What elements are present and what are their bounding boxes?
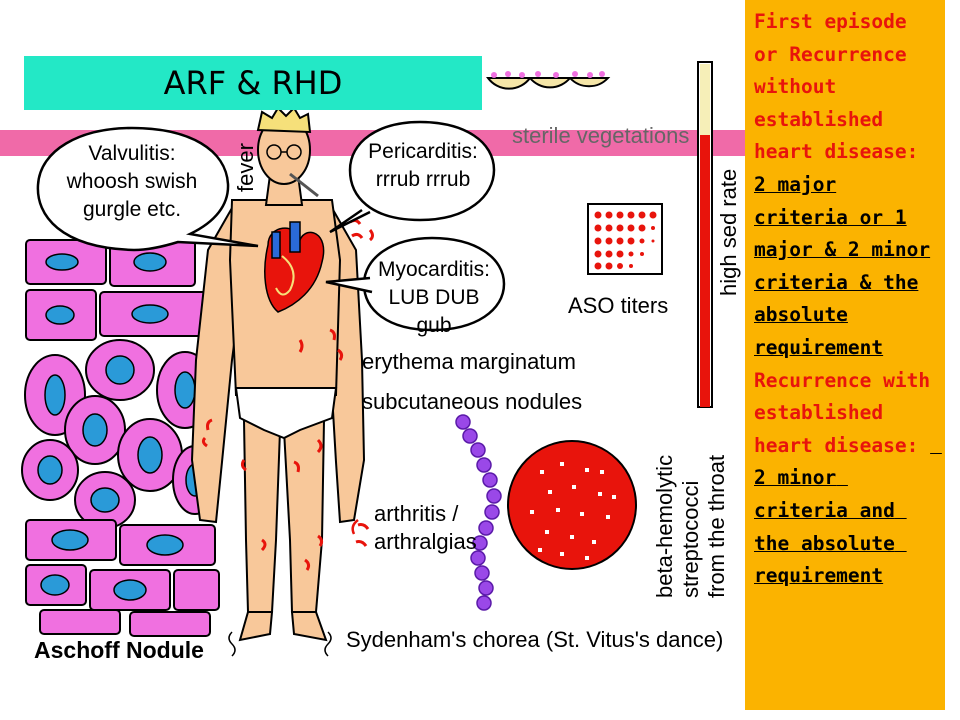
valve-cusps-icon <box>484 60 614 90</box>
agar-plate-icon <box>507 440 637 570</box>
fever-label: fever <box>233 143 258 192</box>
sed-rate-tube-icon <box>697 61 713 408</box>
streptococci-label: beta-hemolytic streptococci from the thr… <box>652 408 730 598</box>
slide-title: ARF & RHD <box>24 56 482 110</box>
chorea-squiggle-icon <box>228 631 332 657</box>
sterile-vegetations-label: sterile vegetations <box>512 123 690 148</box>
sydenham-chorea-label: Sydenham's chorea (St. Vitus's dance) <box>346 627 724 652</box>
pericarditis-text: Pericarditis: rrrub rrrub <box>355 138 491 194</box>
myocarditis-line-2: LUB DUB gub <box>388 286 480 337</box>
first-episode-criteria: 2 major criteria or 1 major & 2 minor cr… <box>754 172 931 359</box>
streptococci-line-1: beta-hemolytic <box>652 454 677 598</box>
leader-lines <box>351 519 359 535</box>
valvulitis-line-3: gurgle etc. <box>82 198 182 221</box>
arthritis-line-2: arthralgias <box>374 529 477 554</box>
pericarditis-line-2: rrrub rrrub <box>375 168 471 191</box>
pericarditis-bubble-tail <box>329 208 371 234</box>
aschoff-cells-icon <box>21 232 220 647</box>
streptococci-line-2: streptococci <box>678 480 703 598</box>
speech-bubbles <box>36 120 506 332</box>
recurrence-text: Recurrence with established heart diseas… <box>754 368 931 457</box>
valvulitis-line-2: whoosh swish <box>66 170 198 193</box>
streptococci-chain-icon <box>455 414 502 611</box>
myocarditis-bubble <box>362 236 506 332</box>
subcutaneous-nodules-label: subcutaneous nodules <box>362 389 583 414</box>
pericarditis-line-1: Pericarditis: <box>368 140 478 163</box>
myocarditis-bubble-tail <box>325 276 373 294</box>
myocarditis-line-1: Myocarditis: <box>377 258 491 281</box>
aso-plate-icon <box>587 203 663 275</box>
arthritis-label: arthritis / arthralgias <box>374 500 477 556</box>
arf-illustration <box>21 60 713 657</box>
thermometer-icon <box>289 172 319 198</box>
pericarditis-bubble <box>348 120 496 222</box>
valvulitis-bubble <box>36 126 259 252</box>
myocarditis-text: Myocarditis: LUB DUB gub <box>370 256 498 340</box>
erythema-marginatum-label: erythema marginatum <box>362 349 576 374</box>
high-sed-rate-label: high sed rate <box>716 168 741 296</box>
aschoff-nodule-label: Aschoff Nodule <box>34 637 204 663</box>
streptococci-line-3: from the throat <box>704 454 729 598</box>
aso-titers-label: ASO titers <box>568 293 669 318</box>
recurrence-criteria: 2 minor criteria and the absolute requir… <box>754 433 942 588</box>
criteria-panel: First episode or Recurrence without esta… <box>745 0 945 710</box>
valvulitis-line-1: Valvulitis: <box>88 142 176 165</box>
valvulitis-text: Valvulitis: whoosh swish gurgle etc. <box>52 140 212 224</box>
arthritis-line-1: arthritis / <box>374 501 459 526</box>
first-episode-text: First episode or Recurrence without esta… <box>754 10 919 164</box>
heart-icon <box>264 221 325 313</box>
